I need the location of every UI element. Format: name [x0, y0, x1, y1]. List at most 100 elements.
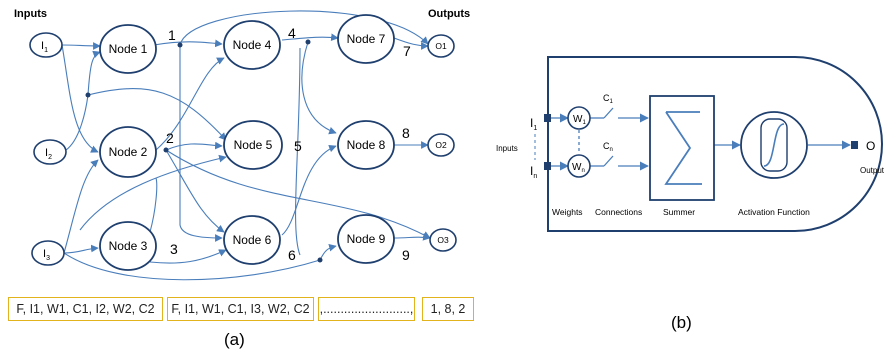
summer-label: Summer: [663, 207, 695, 217]
input-i3-label: I3: [43, 248, 50, 262]
sigma-icon: [664, 111, 702, 185]
edge-i3-n2: [63, 159, 99, 254]
node-4: [223, 20, 281, 70]
genome-segment-output: 1, 8, 2: [422, 297, 474, 321]
edge-i3-n3: [63, 244, 99, 254]
edge-n1-n6: [179, 45, 223, 242]
junction-dot: [317, 257, 323, 263]
edge-n3-n2: [149, 177, 158, 233]
genome-segment-ellipsis: ,.........................,: [318, 297, 415, 321]
node-6: [223, 215, 281, 265]
node-1: [99, 24, 157, 74]
edge-n4-n8: [301, 41, 337, 135]
output-o2-label: O2: [435, 140, 447, 150]
weight-w1: [567, 106, 591, 130]
input-i1-label: I1: [41, 40, 48, 54]
edge-n2-o3: [165, 149, 431, 239]
input-n-label: In: [530, 164, 537, 180]
inputs-label: Inputs: [496, 144, 518, 153]
weights-label: Weights: [552, 207, 583, 217]
node-6-label: Node 6: [233, 233, 272, 247]
edge-i3-n9: [63, 252, 321, 281]
edge-n1-n4: [153, 39, 223, 48]
node-1-number: 1: [168, 27, 176, 43]
node-2: [99, 126, 157, 178]
node-5: [223, 120, 283, 170]
edge-i3-n5: [79, 154, 227, 231]
node-9-number: 9: [402, 247, 410, 263]
genome-segment-2: F, I1, W1, C1, I3, W2, C2: [167, 297, 314, 321]
input-port-bottom: [544, 162, 551, 170]
node-7: [337, 14, 395, 64]
edge-n4-n9: [295, 47, 301, 256]
output-symbol: O: [866, 139, 875, 153]
inputs-header: Inputs: [14, 8, 47, 20]
edge-i1-n1: [61, 42, 101, 50]
node-1-label: Node 1: [109, 42, 148, 56]
edge-junction-n5: [87, 88, 227, 141]
input-i3: [31, 240, 65, 266]
input-nodes: I1 I2 I3: [29, 32, 67, 266]
node-8-label: Node 8: [347, 138, 386, 152]
output-o1: [427, 34, 455, 58]
output-nodes: O1 O2 O3: [427, 34, 457, 252]
neuron-body: [547, 56, 883, 232]
node-2-label: Node 2: [109, 145, 148, 159]
edge-n1-o1: [179, 10, 429, 46]
junction-dots: [85, 39, 323, 263]
sigmoid-icon: [763, 123, 785, 167]
node-7-label: Node 7: [347, 32, 386, 46]
edge-i2-junction: [65, 94, 89, 151]
input-i2: [33, 139, 67, 165]
weight-wn-label: Wn: [572, 162, 585, 174]
output-label: Output: [860, 166, 885, 175]
switch-cn: [603, 155, 614, 167]
node-2-number: 2: [166, 130, 174, 146]
node-6-number: 6: [288, 247, 296, 263]
node-3: [99, 221, 157, 271]
summer-box: [649, 95, 715, 201]
output-port: [851, 141, 858, 149]
node-9: [337, 214, 395, 264]
connection-c1-label: C1: [603, 93, 614, 105]
node-9-label: Node 9: [347, 232, 386, 246]
activation-function-label: Activation Function: [738, 207, 810, 217]
junction-dot: [305, 39, 311, 45]
input-1-label: I1: [530, 116, 537, 132]
processing-nodes: Node 1 1 Node 2 2 Node 3 3 Node 4 4 Node…: [99, 14, 411, 271]
edge-n3-n6: [149, 249, 227, 264]
node-8: [337, 120, 395, 170]
input-i1: [29, 32, 63, 58]
edge-n4-n7: [281, 33, 339, 42]
output-o1-label: O1: [435, 41, 447, 51]
caption-a: (a): [224, 330, 245, 349]
caption-b: (b): [671, 313, 692, 332]
junction-dot: [85, 92, 91, 98]
figure-a: Inputs Outputs: [14, 8, 470, 281]
node-3-number: 3: [170, 241, 178, 257]
node-5-number: 5: [294, 138, 302, 154]
switch-c1: [603, 107, 614, 119]
edge-i2-n1: [87, 50, 101, 96]
node-8-number: 8: [402, 125, 410, 141]
node-4-label: Node 4: [233, 38, 272, 52]
edge-n2-n5: [165, 141, 223, 151]
weight-wn: [567, 154, 591, 178]
output-o3: [429, 228, 457, 252]
node-3-label: Node 3: [109, 239, 148, 253]
edge-n9-o3: [393, 233, 431, 241]
output-o3-label: O3: [437, 235, 449, 245]
edge-n2-n4: [155, 57, 225, 151]
output-o2: [427, 133, 455, 157]
edge-n2-n6: [165, 149, 225, 233]
junction-dot: [177, 42, 183, 48]
connection-cn-label: Cn: [603, 141, 613, 153]
network-connections: [61, 10, 431, 281]
edge-n6-n8: [281, 144, 337, 236]
input-i2-label: I2: [45, 147, 52, 161]
node-7-number: 7: [403, 43, 411, 59]
outputs-header: Outputs: [428, 8, 470, 20]
junction-dot: [163, 147, 169, 153]
edge-junction-n9: [319, 243, 337, 261]
